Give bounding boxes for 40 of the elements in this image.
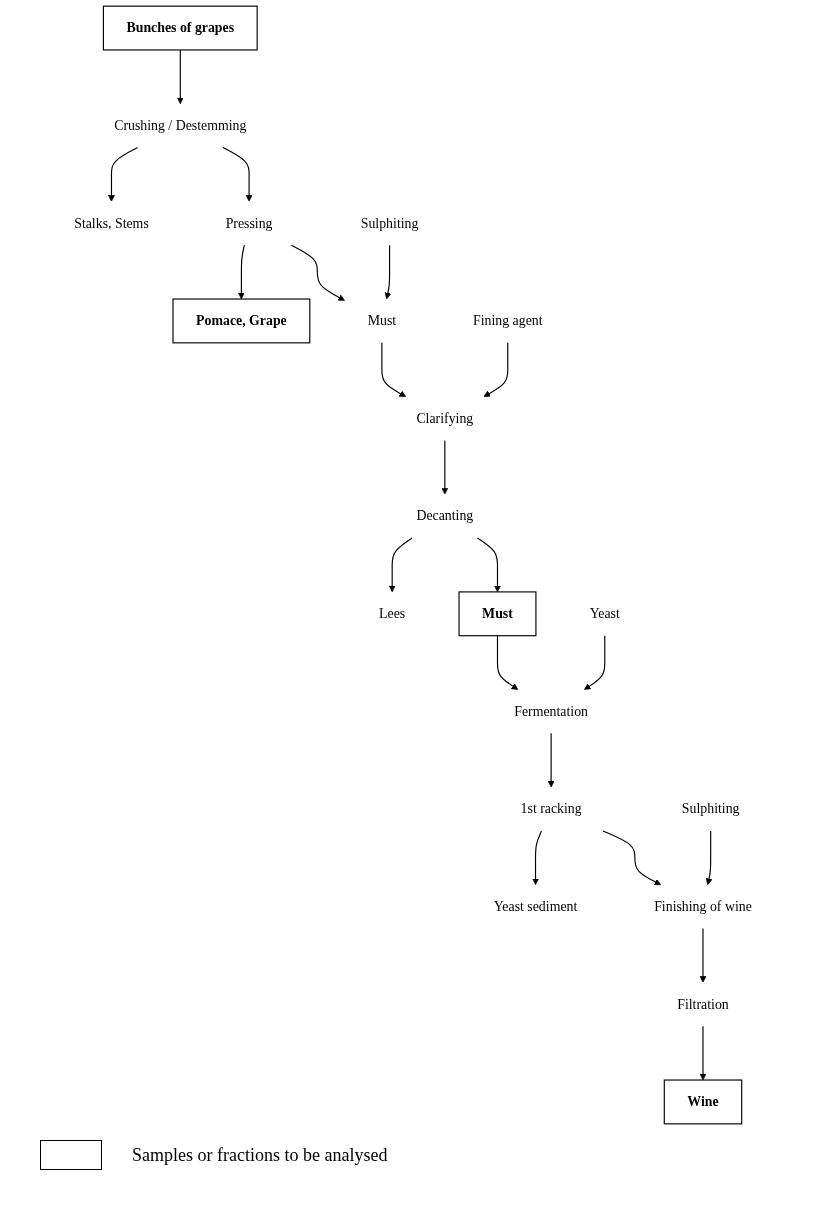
node-box: Must <box>458 591 537 637</box>
node-text: Sulphiting <box>681 800 740 817</box>
node-text: Fermentation <box>514 703 589 719</box>
arrow <box>381 342 407 397</box>
arrow <box>483 342 509 397</box>
node-text: Decanting <box>416 508 474 524</box>
node-text: 1st racking <box>520 800 582 817</box>
arrow <box>222 147 253 202</box>
node-text: Filtration <box>677 996 729 1012</box>
arrow <box>176 49 184 105</box>
node-text: Sulphiting <box>360 215 419 231</box>
arrow <box>388 537 413 593</box>
arrow <box>108 147 139 202</box>
arrow <box>705 830 713 886</box>
node-text: Fining agent <box>472 312 543 329</box>
arrow <box>384 244 392 300</box>
arrow <box>547 732 555 788</box>
node-box: Pomace, Grape <box>172 298 311 344</box>
node-text: Must <box>367 312 397 329</box>
arrow <box>602 830 662 886</box>
node-text: Crushing / Destemming <box>114 117 247 133</box>
arrow <box>496 635 519 690</box>
arrow <box>699 1025 707 1081</box>
arrow <box>699 928 707 983</box>
node-text: Yeast sediment <box>493 898 578 914</box>
node-text: Clarifying <box>416 410 474 426</box>
node-text: Lees <box>379 605 406 622</box>
arrow <box>441 439 449 495</box>
node-box: Wine <box>663 1079 743 1125</box>
arrow <box>290 244 345 301</box>
arrow <box>476 537 501 593</box>
arrow <box>532 830 543 886</box>
node-box: Bunches of grapes <box>102 5 258 51</box>
node-text: Stalks, Stems <box>74 215 149 231</box>
node-text: Yeast <box>589 605 620 622</box>
node-text: Pressing <box>225 215 273 231</box>
arrow <box>238 244 245 300</box>
arrow <box>584 635 606 690</box>
legend-text: Samples or fractions to be analysed <box>132 1144 388 1166</box>
node-text: Finishing of wine <box>654 898 752 914</box>
